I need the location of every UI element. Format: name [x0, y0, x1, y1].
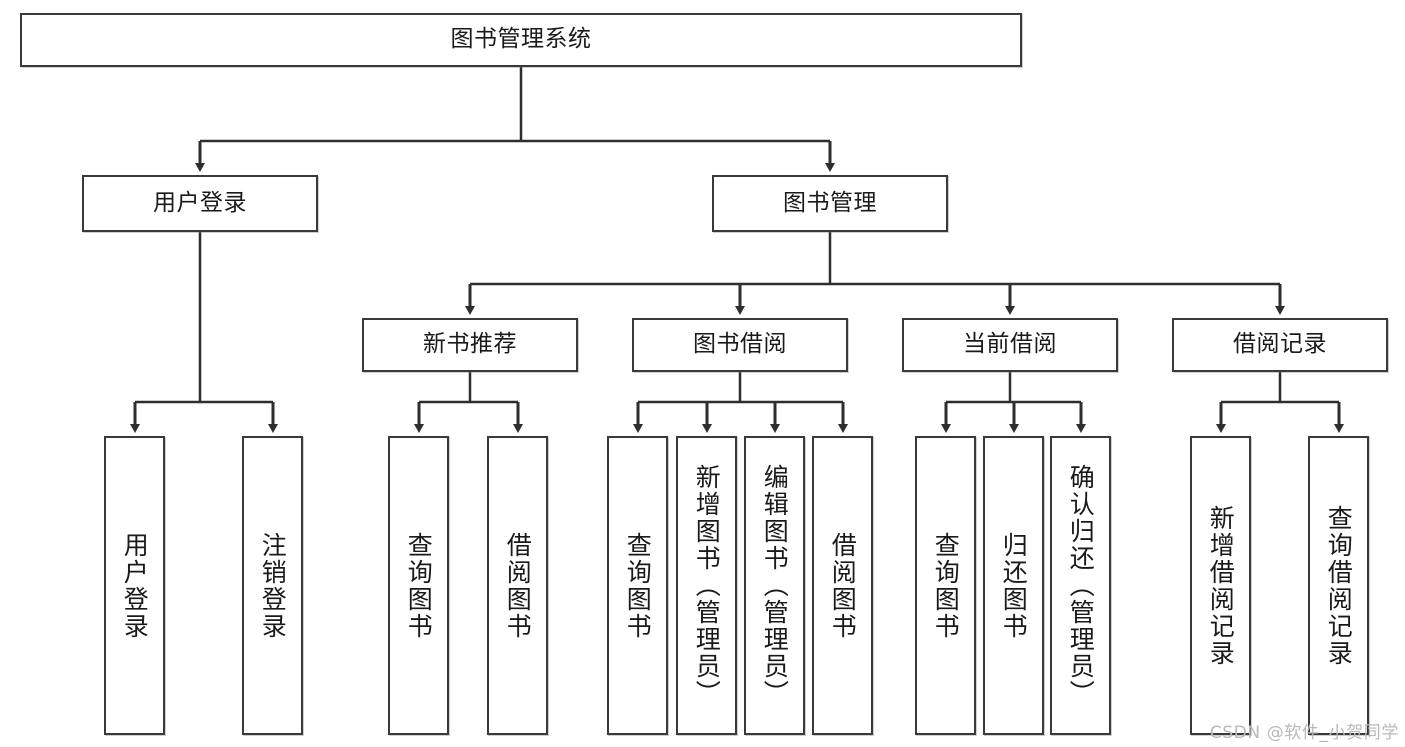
node-leaf-add-record[interactable]: 新增借阅记录 [1190, 436, 1251, 735]
node-current-borrow[interactable]: 当前借阅 [902, 318, 1118, 372]
node-label: 用户登录 [153, 189, 247, 216]
node-label: 图书管理系统 [450, 26, 592, 53]
node-borrow-record[interactable]: 借阅记录 [1172, 318, 1388, 372]
node-leaf-query-book-3[interactable]: 查询图书 [915, 436, 976, 735]
node-leaf-return-book[interactable]: 归还图书 [983, 436, 1044, 735]
node-label: 归还图书 [999, 531, 1029, 640]
node-leaf-query-book-1[interactable]: 查询图书 [388, 436, 449, 735]
node-root[interactable]: 图书管理系统 [20, 13, 1022, 67]
node-leaf-query-record[interactable]: 查询借阅记录 [1308, 436, 1369, 735]
node-label: 确认归还（管理员） [1066, 464, 1096, 707]
node-leaf-confirm-return[interactable]: 确认归还（管理员） [1050, 436, 1111, 735]
node-leaf-user-login[interactable]: 用户登录 [104, 436, 165, 735]
node-label: 新增图书（管理员） [692, 464, 722, 707]
csdn-watermark: CSDN @软件_小贺同学 [1209, 723, 1399, 743]
node-label: 图书管理 [783, 189, 877, 216]
node-leaf-edit-book[interactable]: 编辑图书（管理员） [744, 436, 805, 735]
node-label: 编辑图书（管理员） [760, 464, 790, 707]
node-label: 查询借阅记录 [1324, 504, 1354, 667]
node-label: 借阅图书 [503, 531, 533, 640]
node-label: 当前借阅 [963, 331, 1057, 358]
node-label: 新书推荐 [423, 331, 517, 358]
node-leaf-borrow-book-1[interactable]: 借阅图书 [487, 436, 548, 735]
node-leaf-borrow-book-2[interactable]: 借阅图书 [812, 436, 873, 735]
node-book-borrow[interactable]: 图书借阅 [632, 318, 848, 372]
node-label: 查询图书 [931, 531, 961, 640]
node-label: 借阅记录 [1233, 331, 1327, 358]
node-label: 注销登录 [258, 531, 288, 640]
node-label: 新增借阅记录 [1206, 504, 1236, 667]
node-user-login[interactable]: 用户登录 [82, 175, 318, 232]
node-label: 图书借阅 [693, 331, 787, 358]
node-book-manage[interactable]: 图书管理 [712, 175, 948, 232]
node-label: 借阅图书 [828, 531, 858, 640]
node-new-book-rec[interactable]: 新书推荐 [362, 318, 578, 372]
node-label: 用户登录 [120, 531, 150, 640]
node-leaf-add-book[interactable]: 新增图书（管理员） [676, 436, 737, 735]
node-leaf-user-logout[interactable]: 注销登录 [242, 436, 303, 735]
node-label: 查询图书 [404, 531, 434, 640]
node-leaf-query-book-2[interactable]: 查询图书 [607, 436, 668, 735]
node-label: 查询图书 [623, 531, 653, 640]
